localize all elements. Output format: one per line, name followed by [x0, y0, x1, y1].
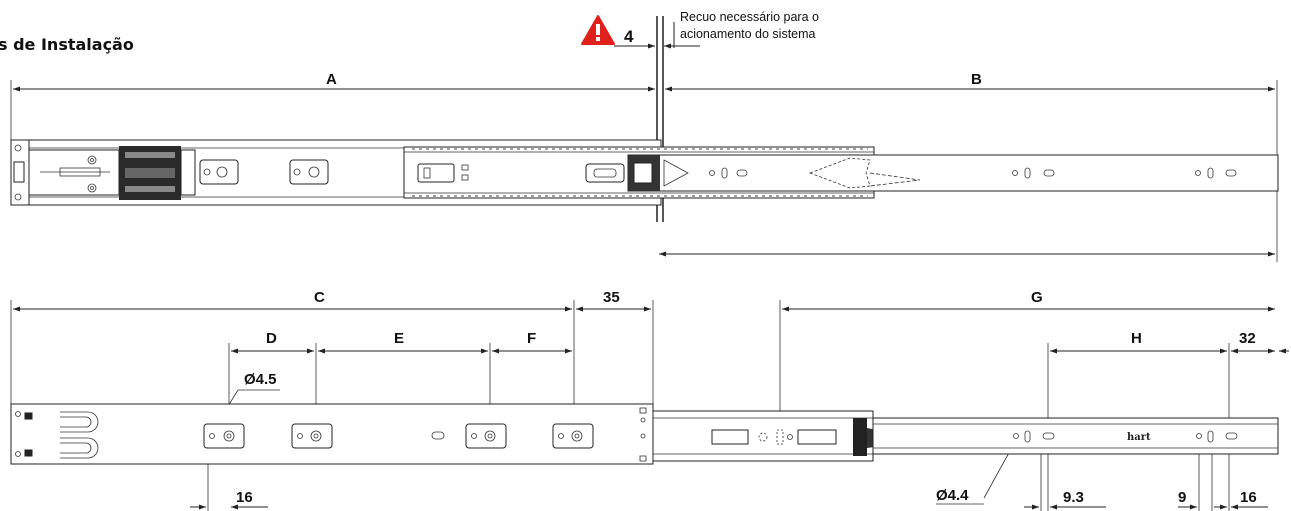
hole-diameter-4-4: Ø4.4 — [936, 487, 969, 504]
setback-dimension: 4 — [624, 27, 634, 46]
dimension-9: 9 — [1178, 489, 1186, 506]
dimension-b: B — [971, 71, 982, 88]
brand-logo: hart — [1127, 432, 1151, 443]
setback-note-line2: acionamento do sistema — [680, 27, 816, 41]
dimension-32: 32 — [1239, 330, 1256, 347]
setback-note-line1: Recuo necessário para o — [680, 10, 819, 24]
dimension-16-left: 16 — [236, 489, 253, 506]
slide-side-view — [10, 403, 1279, 465]
dimension-f: F — [527, 330, 536, 347]
slide-top-view — [10, 139, 1279, 206]
dimension-g: G — [1031, 289, 1043, 306]
dimension-16-right: 16 — [1240, 489, 1257, 506]
dimension-a: A — [326, 71, 337, 88]
hole-diameter-4-5: Ø4.5 — [244, 371, 277, 388]
dimension-d: D — [266, 330, 277, 347]
warning-triangle-icon — [581, 15, 615, 45]
dimension-35: 35 — [603, 289, 620, 306]
dimension-h: H — [1131, 330, 1142, 347]
dimension-9-3: 9.3 — [1063, 489, 1084, 506]
dimension-e: E — [394, 330, 404, 347]
page-title: s de Instalação — [0, 35, 134, 54]
dimension-c: C — [314, 289, 325, 306]
